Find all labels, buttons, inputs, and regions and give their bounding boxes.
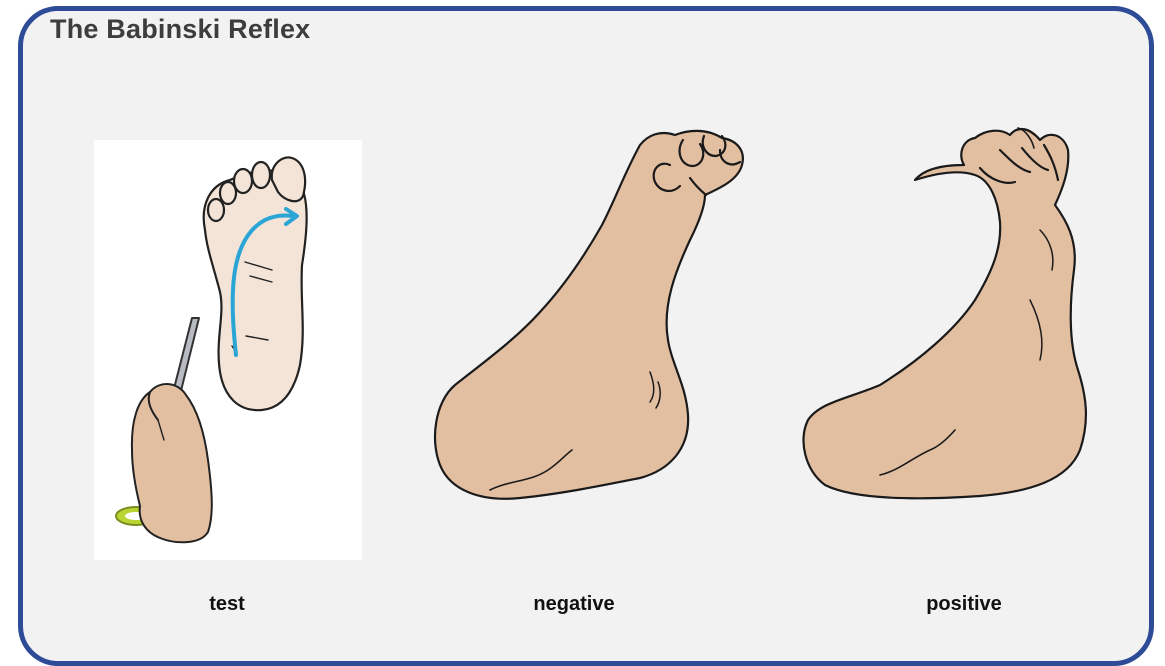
test-panel <box>94 140 362 560</box>
caption-test: test <box>209 593 245 616</box>
negative-foot <box>435 131 743 499</box>
babinski-illustration <box>0 0 1165 643</box>
sole-of-foot <box>204 157 307 410</box>
caption-positive: positive <box>926 593 1002 616</box>
positive-foot <box>803 128 1085 498</box>
caption-negative: negative <box>533 593 614 616</box>
